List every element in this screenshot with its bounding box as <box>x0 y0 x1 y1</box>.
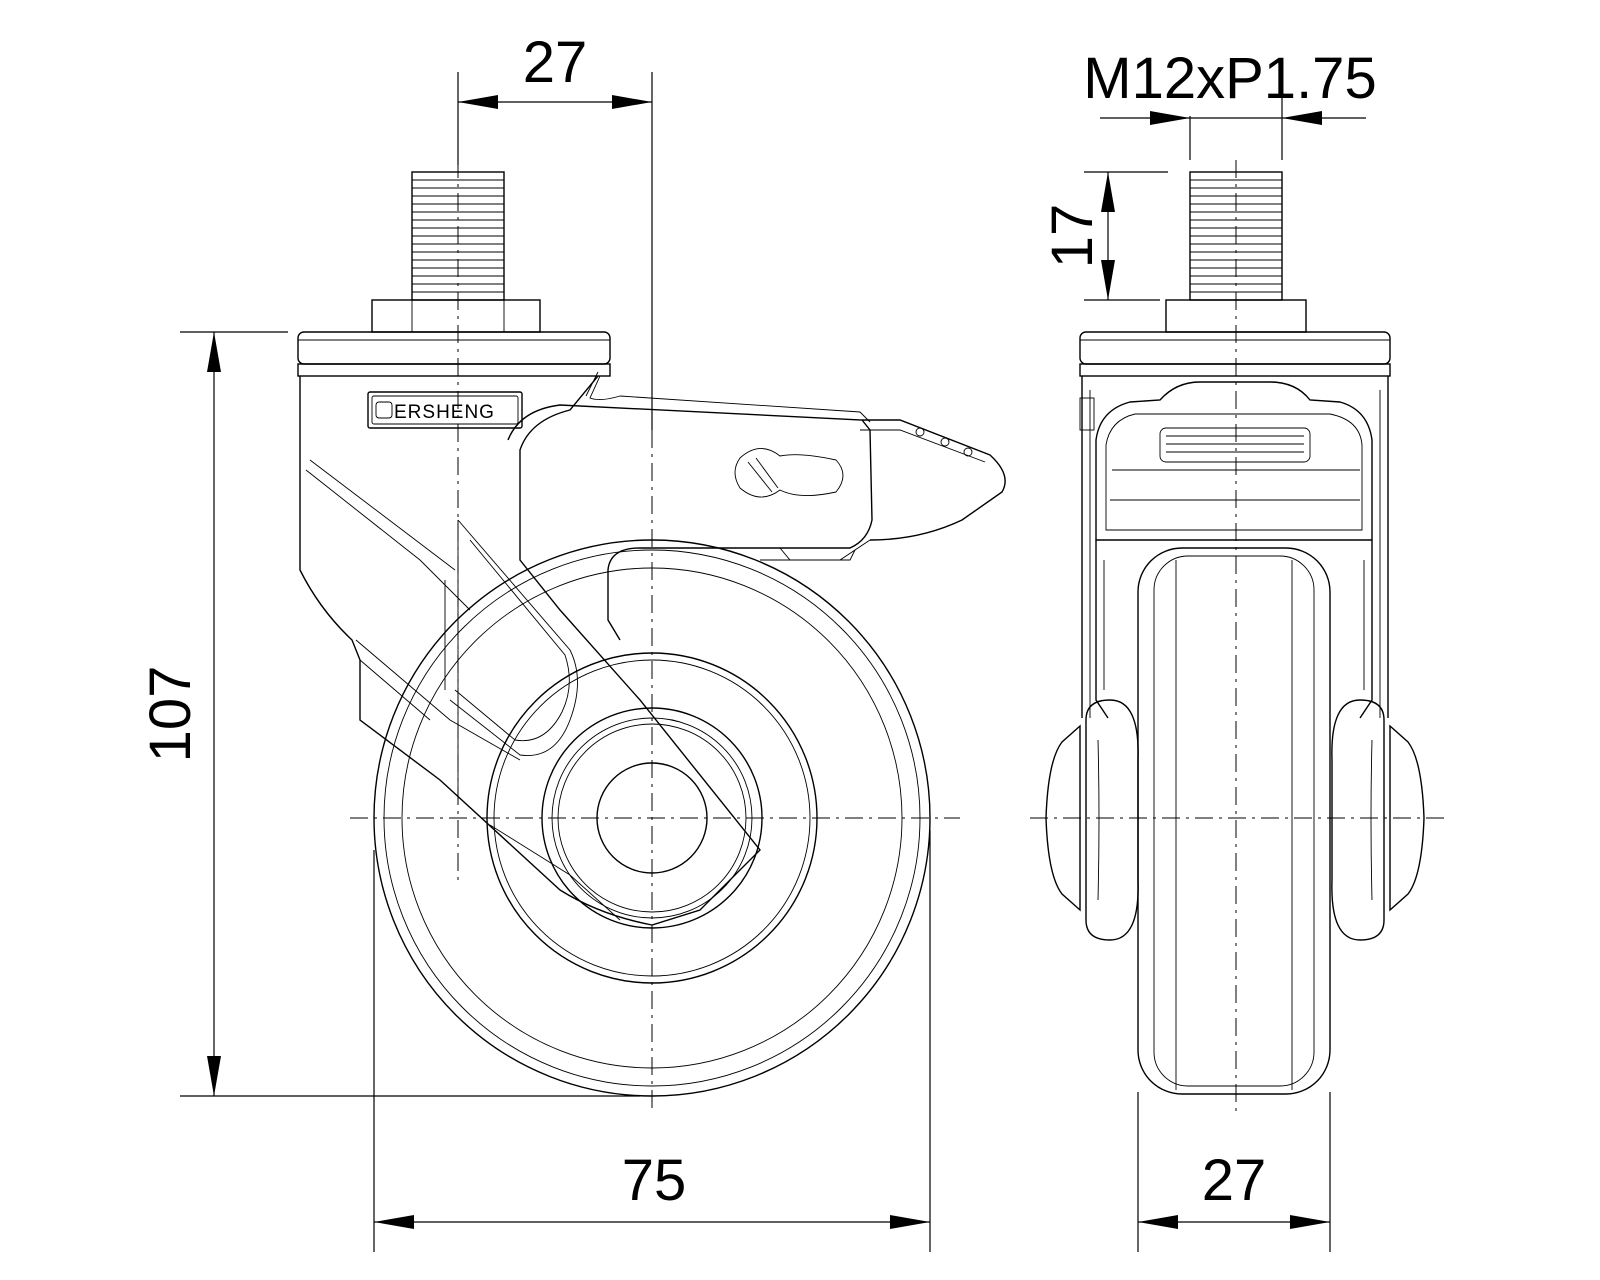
dimension-label-thread-length: 17 <box>1040 204 1105 269</box>
front-view-fork <box>1079 376 1389 719</box>
front-view-centerlines <box>1030 160 1450 1112</box>
dimension-label-wheel-diameter: 75 <box>622 1148 687 1213</box>
front-view-wheel <box>1045 547 1425 1095</box>
side-view-brake-lever <box>507 404 1006 641</box>
side-view: ERSHENG <box>297 160 1006 1112</box>
dimension-overall-height: 107 <box>138 331 640 1097</box>
dimension-thread-length: 17 <box>1040 171 1168 301</box>
dimension-label-stem-offset: 27 <box>523 30 588 95</box>
side-view-centerlines <box>350 160 960 1112</box>
dimension-label-thread-spec: M12xP1.75 <box>1083 46 1376 111</box>
side-view-threaded-stem <box>371 171 541 333</box>
front-view <box>1030 160 1450 1112</box>
dimension-label-overall-height: 107 <box>138 666 203 763</box>
front-view-top-plate <box>1079 331 1391 377</box>
side-view-top-plate <box>297 331 611 377</box>
brand-name: ERSHENG <box>394 402 495 423</box>
dimension-label-wheel-width: 27 <box>1202 1148 1267 1213</box>
dimension-wheel-diameter: 75 <box>373 830 931 1252</box>
dimension-wheel-width: 27 <box>1137 1092 1331 1252</box>
dimension-thread-spec: M12xP1.75 <box>1083 46 1377 160</box>
brand-logo: ERSHENG <box>367 391 523 429</box>
dimension-stem-offset: 27 <box>457 30 653 430</box>
